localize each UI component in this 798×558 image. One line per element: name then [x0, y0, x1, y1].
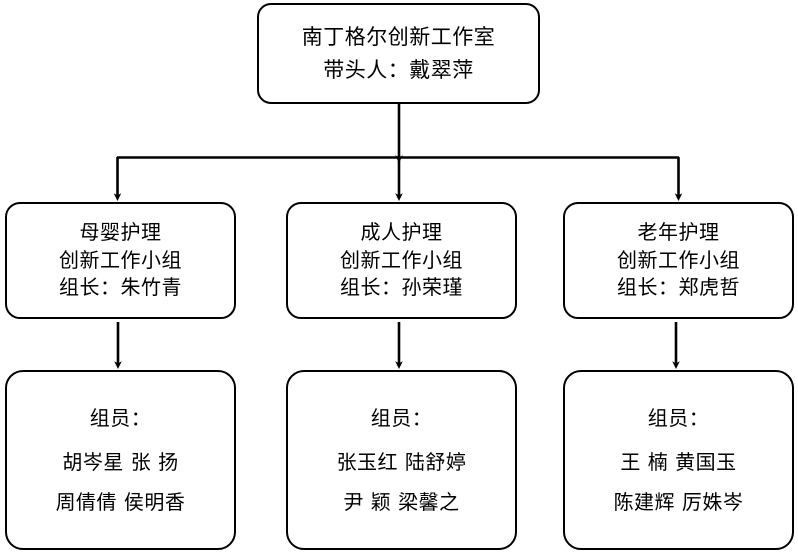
group-specialty: 成人护理 [360, 220, 443, 245]
studio-root-node: 南丁格尔创新工作室 带头人：戴翠萍 [257, 3, 540, 104]
group-leader: 组长：朱竹青 [59, 275, 182, 300]
group-specialty: 母婴护理 [79, 220, 162, 245]
members-row: 张玉红 陆舒婷 [336, 450, 467, 474]
members-label: 组员： [647, 406, 710, 430]
studio-name: 南丁格尔创新工作室 [301, 24, 496, 49]
members-row: 陈建辉 厉姝岑 [613, 490, 744, 514]
group-node-maternal-infant: 母婴护理 创新工作小组 组长：朱竹青 [5, 202, 236, 319]
members-label: 组员： [370, 406, 433, 430]
group-node-adult: 成人护理 创新工作小组 组长：孙荣瑾 [286, 202, 517, 319]
members-node-adult: 组员： 张玉红 陆舒婷 尹 颖 梁馨之 [286, 370, 517, 550]
members-row: 王 楠 黄国玉 [620, 450, 737, 474]
group-unit: 创新工作小组 [617, 247, 740, 272]
members-row: 尹 颖 梁馨之 [343, 490, 460, 514]
group-leader: 组长：郑虎哲 [617, 275, 740, 300]
members-label: 组员： [89, 406, 152, 430]
members-row: 周倩倩 侯明香 [55, 490, 186, 514]
members-node-maternal-infant: 组员： 胡岑星 张 扬 周倩倩 侯明香 [5, 370, 236, 550]
studio-leader: 带头人：戴翠萍 [323, 57, 474, 82]
group-unit: 创新工作小组 [340, 247, 463, 272]
group-leader: 组长：孙荣瑾 [340, 275, 463, 300]
group-node-geriatric: 老年护理 创新工作小组 组长：郑虎哲 [563, 202, 794, 319]
group-specialty: 老年护理 [637, 220, 720, 245]
members-row: 胡岑星 张 扬 [62, 450, 179, 474]
members-node-geriatric: 组员： 王 楠 黄国玉 陈建辉 厉姝岑 [563, 370, 794, 550]
group-unit: 创新工作小组 [59, 247, 182, 272]
